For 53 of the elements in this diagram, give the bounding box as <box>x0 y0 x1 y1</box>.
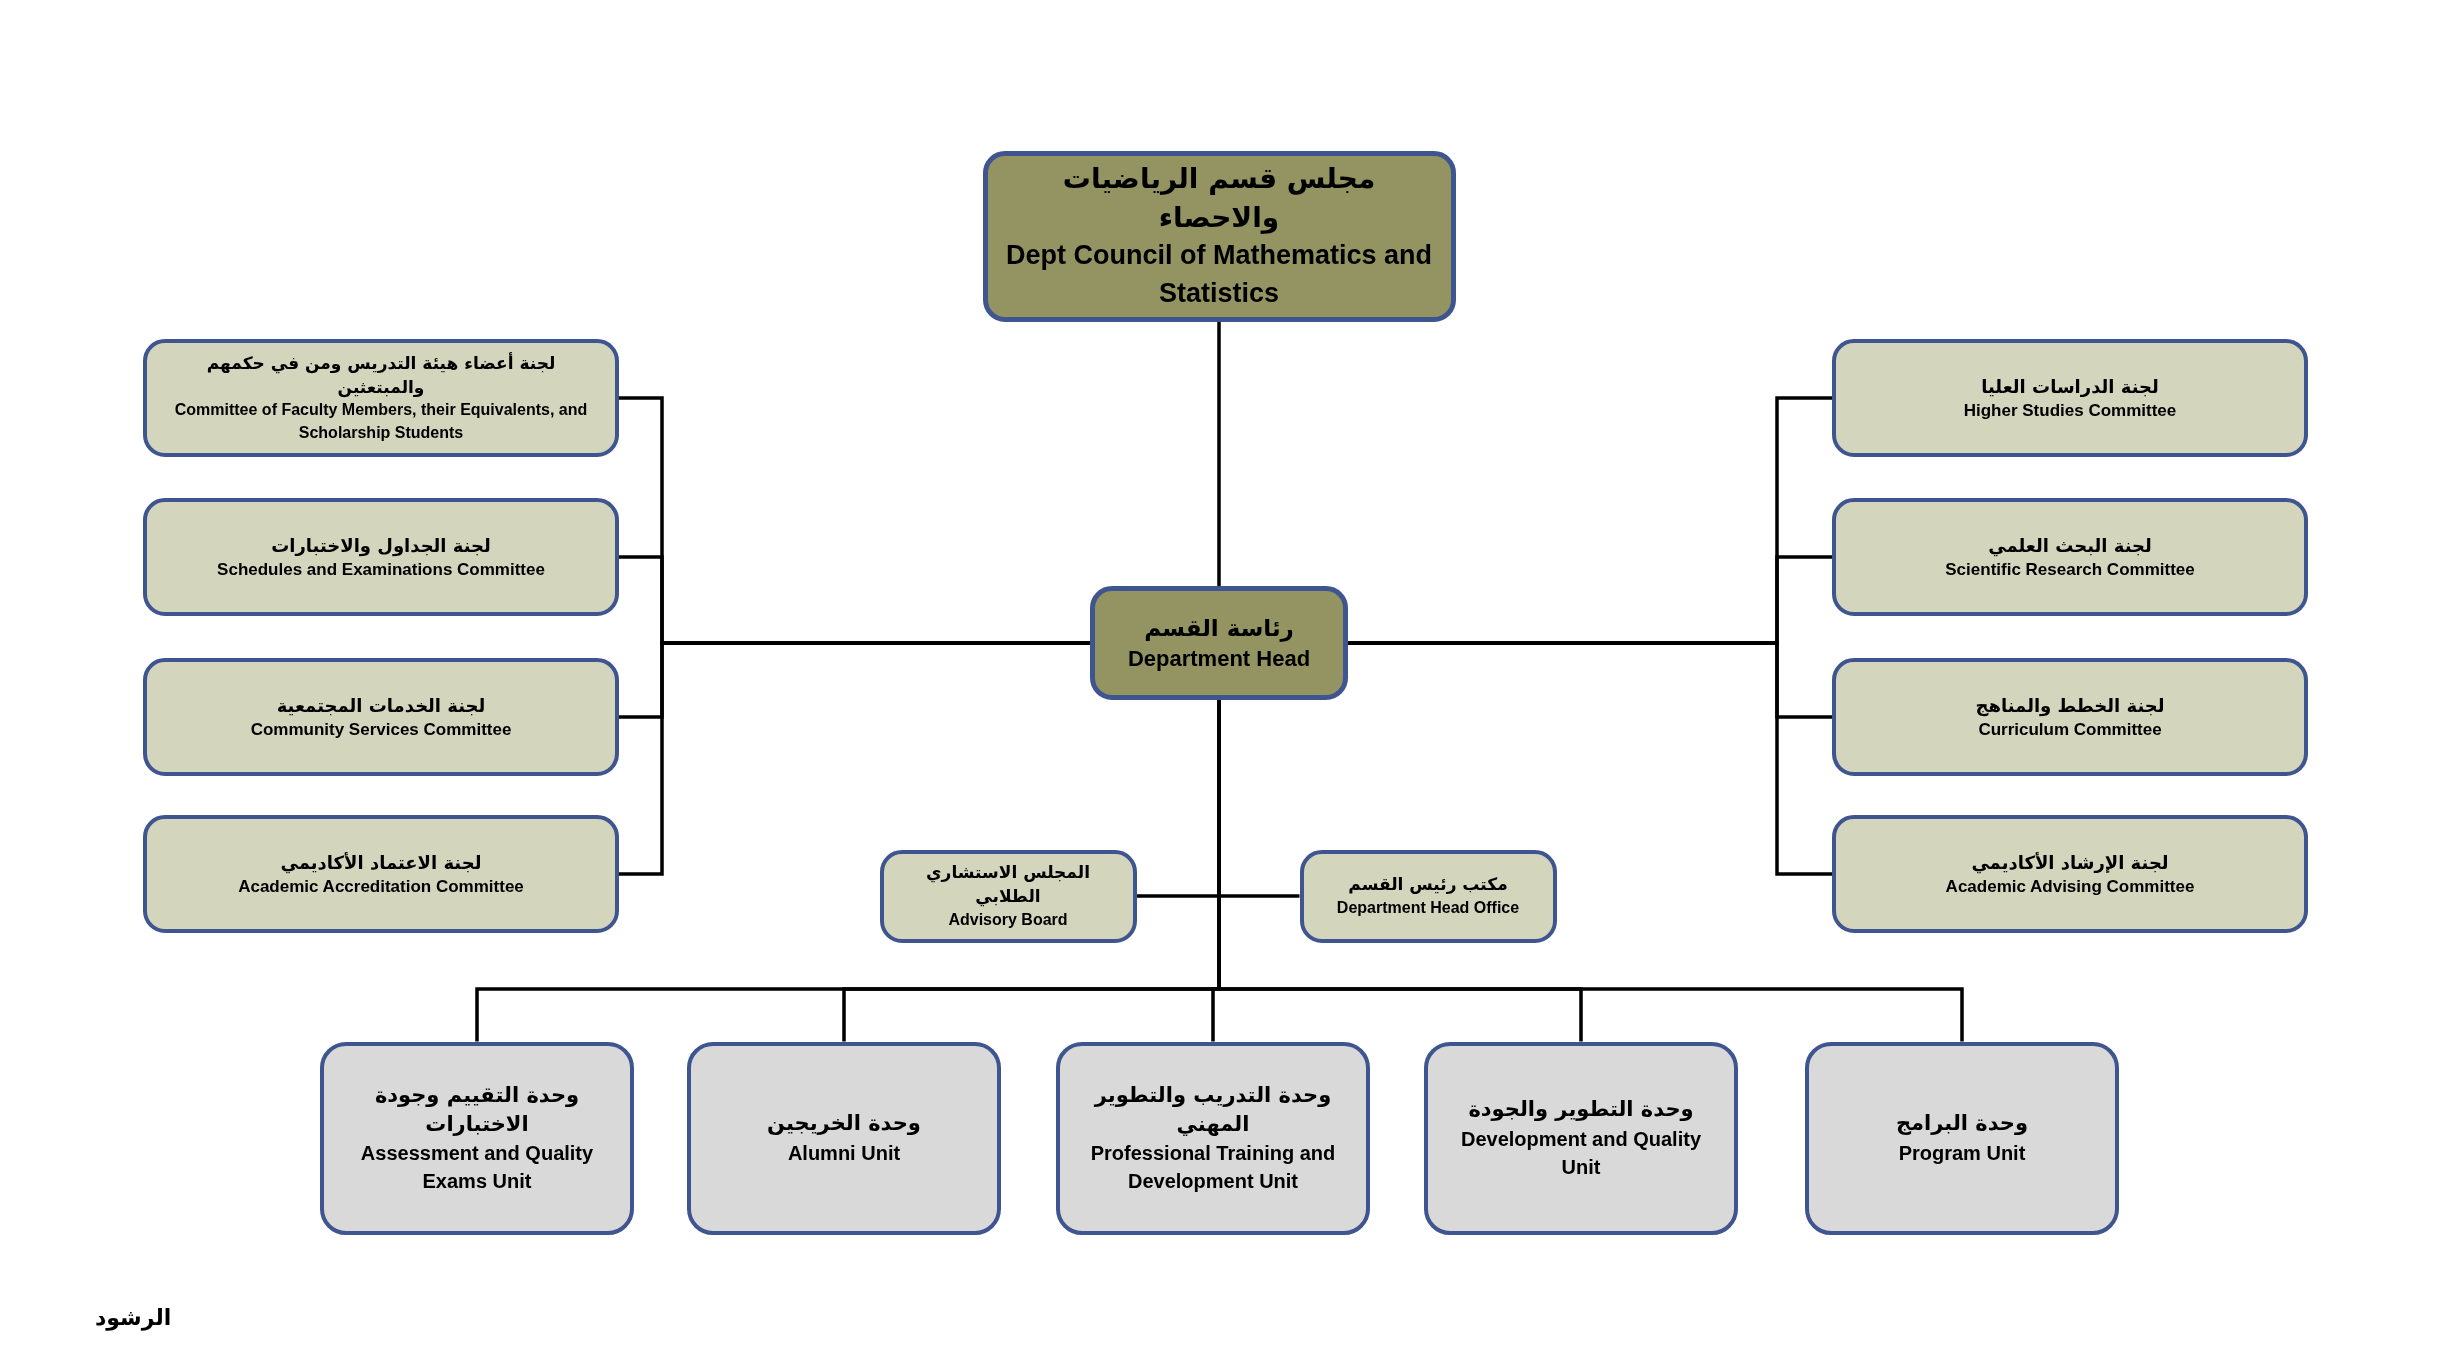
committee-box <box>143 658 619 776</box>
arabic-title: لجنة البحث العلمي <box>1988 533 2152 558</box>
arabic-title: مكتب رئيس القسم <box>1348 872 1508 896</box>
arabic-title: لجنة الخدمات المجتمعية <box>276 693 486 718</box>
signature-text: الرشود <box>95 1305 172 1330</box>
committee-box <box>879 849 1137 943</box>
english-title: Curriculum Committee <box>1978 718 2162 741</box>
arabic-title: لجنة الدراسات العليا <box>1981 374 2159 399</box>
arabic-title: رئاسة القسم <box>1144 613 1294 644</box>
english-title: Academic Advising Committee <box>1945 875 2195 898</box>
english-title: Assessment and Quality Exams Unit <box>359 1141 595 1195</box>
english-title: Dept Council of Mathematics and Statistics <box>1004 239 1433 311</box>
committee-box <box>1832 498 2308 616</box>
unit-box <box>320 1041 634 1235</box>
arabic-title: لجنة الجداول والاختبارات <box>271 533 491 558</box>
english-title: Committee of Faculty Members, their Equivalents, and Scholarship Students <box>173 400 589 443</box>
arabic-title: مجلس قسم الرياضيات والاحصاء <box>1061 161 1377 237</box>
arabic-title: لجنة أعضاء هيئة التدريس ومن في حكمهم والمبتعثين <box>205 351 557 400</box>
council-box <box>1090 586 1348 700</box>
connector-line <box>1217 321 1221 586</box>
english-title: Development and Quality Unit <box>1459 1126 1703 1180</box>
committee-box <box>143 498 619 616</box>
unit-box <box>1805 1041 2119 1235</box>
arabic-title: وحدة الخريجين <box>767 1110 921 1138</box>
english-title: Department Head Office <box>1336 897 1520 918</box>
committee-box <box>1299 849 1557 943</box>
committee-box <box>1832 815 2308 933</box>
arabic-title: وحدة التدريب والتطوير المهني <box>1093 1081 1333 1138</box>
committee-box <box>1832 339 2308 457</box>
english-title: Academic Accreditation Committee <box>238 875 524 898</box>
arabic-title: المجلس الاستشاري الطلابي <box>925 861 1091 909</box>
unit-box <box>1424 1041 1738 1235</box>
english-title: Program Unit <box>1898 1140 2026 1166</box>
committee-box <box>143 339 619 457</box>
english-title: Scientific Research Committee <box>1945 558 2195 581</box>
unit-box <box>1056 1041 1370 1235</box>
arabic-title: لجنة الإرشاد الأكاديمي <box>1971 850 2169 875</box>
arabic-title: وحدة التقييم وجودة الاختبارات <box>373 1081 581 1138</box>
arabic-title: وحدة البرامج <box>1895 1110 2029 1138</box>
english-title: Schedules and Examinations Committee <box>217 558 545 581</box>
english-title: Community Services Committee <box>250 718 512 741</box>
english-title: Professional Training and Development Unit <box>1089 1141 1337 1195</box>
english-title: Alumni Unit <box>787 1140 901 1166</box>
arabic-title: لجنة الخطط والمناهج <box>1975 693 2165 718</box>
council-box <box>982 150 1456 322</box>
arabic-title: وحدة التطوير والجودة <box>1468 1096 1694 1124</box>
english-title: Higher Studies Committee <box>1963 399 2177 422</box>
committee-box <box>143 815 619 933</box>
unit-box <box>687 1041 1001 1235</box>
english-title: Department Head <box>1127 644 1311 673</box>
committee-box <box>1832 658 2308 776</box>
arabic-title: لجنة الاعتماد الأكاديمي <box>280 850 482 875</box>
english-title: Advisory Board <box>948 909 1068 930</box>
